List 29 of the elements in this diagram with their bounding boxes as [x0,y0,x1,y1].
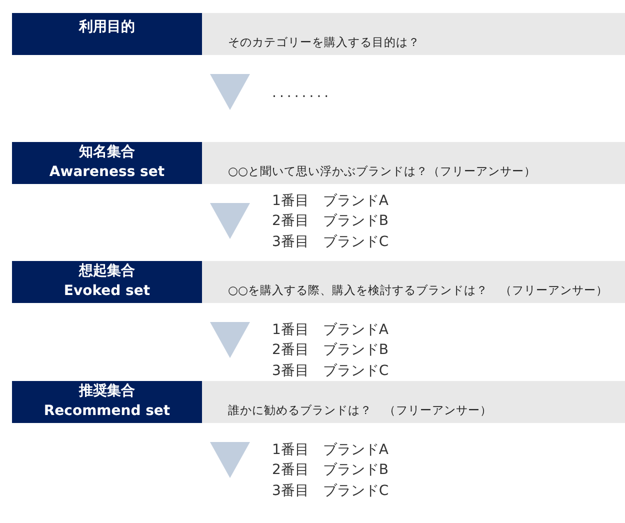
question-band [202,261,625,303]
question-text: ○○を購入する際、購入を検討するブランドは？ （フリーアンサー） [228,283,608,298]
heading-text: 知名集合 [78,143,136,162]
question-text: そのカテゴリーを購入する目的は？ [228,35,420,50]
question-text: 誰かに勧めるブランドは？ （フリーアンサー） [228,403,492,418]
answer-text: 1番目 ブランドA [272,321,388,339]
question-band [202,142,625,184]
question-band [202,381,625,423]
question-band [202,13,625,55]
heading-text: 推奨集合 [78,382,136,401]
heading-text: 想起集合 [78,262,136,281]
heading-box [12,261,202,303]
heading-subtitle: Recommend set [42,402,172,421]
answer-text: 3番目 ブランドC [272,362,389,380]
answer-text: 3番目 ブランドC [272,233,389,251]
answer-text: 2番目 ブランドB [272,461,389,479]
heading-subtitle: Evoked set [62,282,152,301]
answer-text: 2番目 ブランドB [272,341,389,359]
ellipsis-text: ........ [272,84,332,102]
answer-text: 3番目 ブランドC [272,482,389,500]
question-text: ○○と聞いて思い浮かぶブランドは？（フリーアンサー） [228,164,536,179]
heading-subtitle: Awareness set [48,163,166,182]
answer-text: 1番目 ブランドA [272,441,388,459]
heading-text: 利用目的 [78,18,136,37]
answer-text: 1番目 ブランドA [272,192,388,210]
answer-text: 2番目 ブランドB [272,212,389,230]
heading-box [12,381,202,423]
heading-box [12,13,202,55]
heading-box [12,142,202,184]
